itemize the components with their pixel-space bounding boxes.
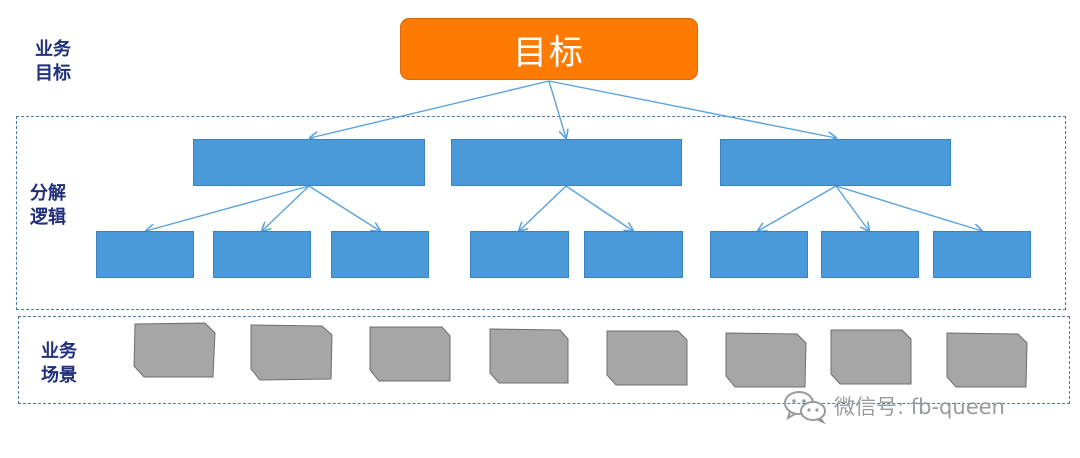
leaf-node-4 bbox=[470, 231, 569, 278]
leaf-node-8 bbox=[933, 231, 1031, 278]
leaf-node-3 bbox=[331, 231, 429, 278]
wechat-icon bbox=[784, 391, 826, 424]
side-label-decomposition-logic: 分解 逻辑 bbox=[30, 183, 66, 228]
mid-node-1 bbox=[193, 139, 425, 186]
leaf-node-1 bbox=[96, 231, 194, 278]
mid-node-3 bbox=[720, 139, 951, 186]
scenario-card-6 bbox=[725, 332, 807, 388]
scenario-card-7 bbox=[830, 329, 912, 385]
scenario-card-1 bbox=[133, 322, 216, 378]
root-goal-box: 目标 bbox=[400, 18, 698, 80]
scenario-card-8 bbox=[946, 332, 1028, 388]
scenario-card-3 bbox=[369, 326, 451, 382]
side-label-business-scenario: 业务 场景 bbox=[41, 341, 77, 386]
root-goal-label: 目标 bbox=[513, 32, 585, 73]
scenario-panel bbox=[18, 316, 1070, 404]
watermark-text: 微信号: fb-queen bbox=[834, 395, 1005, 419]
side-label-business-goal: 业务 目标 bbox=[35, 39, 71, 84]
watermark: 微信号: fb-queen bbox=[782, 388, 1005, 424]
leaf-node-6 bbox=[710, 231, 808, 278]
scenario-card-2 bbox=[250, 324, 333, 381]
mid-node-2 bbox=[451, 139, 682, 186]
scenario-card-5 bbox=[606, 330, 688, 386]
leaf-node-2 bbox=[213, 231, 311, 278]
leaf-node-5 bbox=[584, 231, 683, 278]
scenario-card-4 bbox=[489, 328, 569, 384]
leaf-node-7 bbox=[821, 231, 919, 278]
